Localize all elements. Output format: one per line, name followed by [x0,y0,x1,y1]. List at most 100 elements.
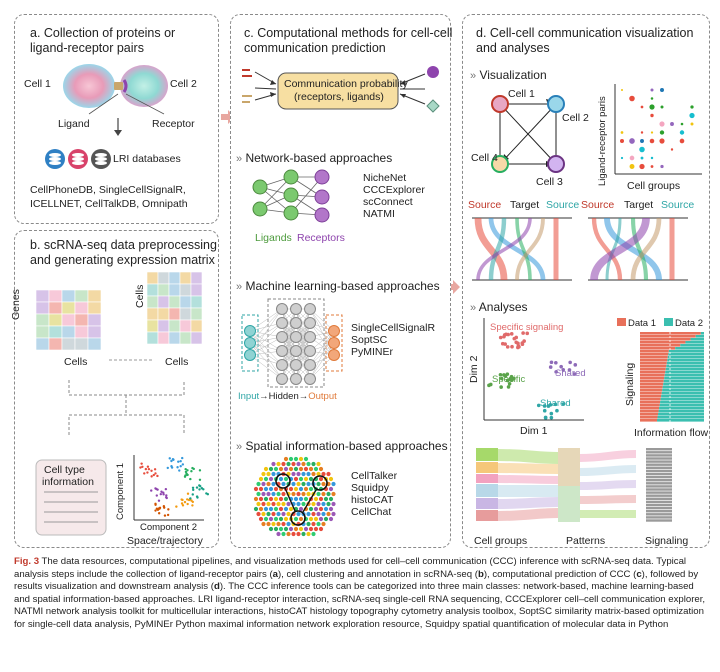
matrix-cell [48,337,63,351]
flow-bar-data-1 [640,335,696,338]
nn-node [328,337,340,349]
flow-bar-data-1 [640,353,669,356]
spatial-spot [316,461,321,467]
spatial-spot [263,486,269,492]
cell-3-node [547,155,565,173]
embedding-point [521,331,525,335]
flow-bar-data-1 [640,419,658,422]
spatial-spot [276,511,281,517]
spatial-spot [261,471,266,477]
ml-tool: SingleCellSignalR [351,322,436,334]
cell-network-diagram [491,95,565,173]
spatial-spot [271,521,276,527]
spatial-spot [298,506,304,512]
river-signaling-bar [646,454,672,457]
spatial-spot [298,456,304,462]
spatial-spot [281,461,286,467]
matrix-cell [87,325,102,339]
spatial-spot [278,466,284,472]
river-signaling-bar [646,460,672,463]
flow-bar-data-1 [640,359,668,362]
cluster-point [167,508,170,511]
embedding-point [507,381,512,386]
flow-bar-data-2 [658,413,704,416]
source-label-right-2: Source [661,199,695,211]
flow-bar-data-1 [640,368,666,371]
matrix-cell [87,301,102,315]
spatial-spot [318,496,324,502]
embedding-point [573,363,578,367]
visualization-section-title: » Visualization [470,68,547,82]
spatial-spot [276,491,281,497]
river-flow [497,463,559,474]
spatial-spot [293,496,299,502]
spatial-spot [258,486,264,492]
spatial-spot [268,466,274,472]
nn-node [290,317,302,329]
embedding-point [517,345,521,349]
spatial-spot [256,501,261,507]
cluster-point [162,505,166,508]
matrix-cell [157,307,170,321]
spatial-spot [308,516,314,522]
spatial-spot [313,516,319,522]
panel-a [14,14,219,224]
spatial-spot [301,471,306,477]
spatial-spot [288,486,294,492]
dot-plot-point [649,104,655,110]
cluster-point [180,502,184,505]
spatial-spot [311,521,316,527]
spatial-spot [283,476,289,482]
hierarchy-edge [604,217,662,281]
embedding-point [568,360,572,365]
receptor-node [314,189,330,205]
spatial-spot [261,481,266,487]
flow-bar-data-2 [660,398,704,401]
flow-bar-data-1 [640,401,661,404]
dot-plot-point [650,97,654,100]
spatial-spot [326,511,331,517]
specific-label: Specific [492,374,526,385]
embedding-point [506,332,510,337]
spatial-spot [323,516,329,522]
dot-plot-point [640,131,644,134]
spatial-spot [258,516,264,522]
spatial-spot [306,481,311,487]
spatial-spot [303,526,309,532]
spatial-spot [316,521,321,527]
cluster-point [146,471,149,474]
embedding-point [499,376,504,381]
river-cell-groups-label: Cell groups [474,535,528,547]
spatial-spot [283,456,289,462]
spatial-spot [273,486,279,492]
embedding-point [536,403,541,408]
ligand-node [252,179,268,195]
flow-bar-data-2 [658,410,704,413]
spatial-spot [281,491,286,497]
dot-plot-point [650,156,654,160]
flow-bar-data-2 [668,350,704,353]
spatial-spot [253,496,259,502]
shared-label-2: Shared [540,398,571,409]
dot-plot-point [639,163,645,170]
spatial-spot [318,466,324,472]
cluster-point [184,467,187,471]
dot-plot-point [689,112,695,119]
cell-type-line-2: information [42,476,94,488]
flow-bar-data-1 [640,347,676,350]
receptor-node [314,207,330,223]
river-signaling-label: Signaling [645,535,689,547]
space-trajectory-label: Space/trajectory [127,535,203,547]
spatial-spot [278,526,284,532]
flow-bar-data-2 [661,392,704,395]
spatial-spot [311,511,316,517]
nn-node [244,349,256,361]
cell-2-label: Cell 2 [170,78,197,90]
network-tool: NATMI [363,208,395,220]
matrix-cell [87,313,102,327]
flow-bar-data-1 [640,344,681,347]
spatial-spot [293,466,299,472]
matrix-cell [179,307,192,321]
spatial-spot [283,526,289,532]
nn-node [290,373,302,385]
